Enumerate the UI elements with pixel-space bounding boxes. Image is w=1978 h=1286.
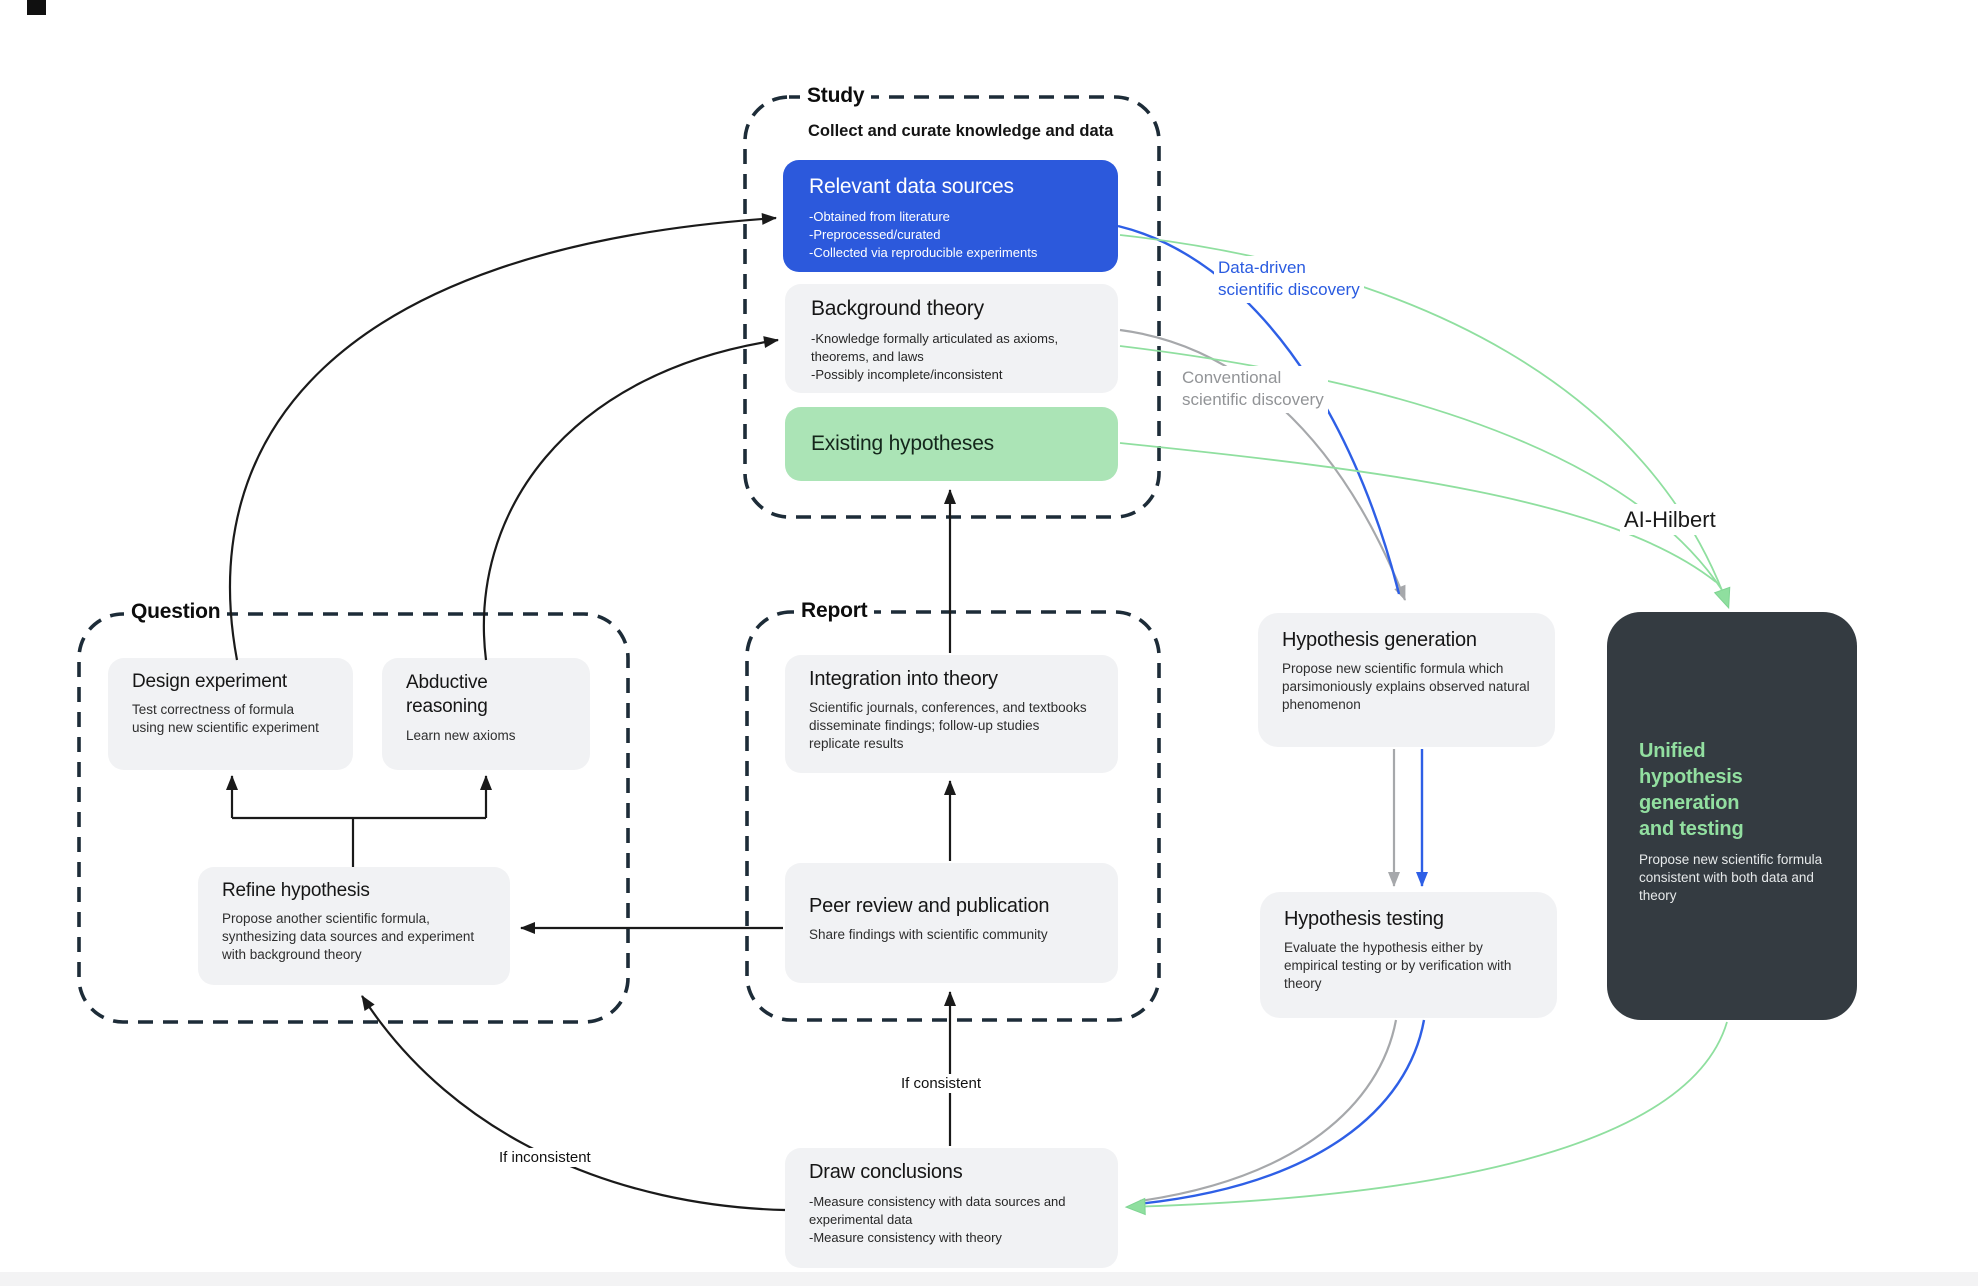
report-group-label: Report [794, 599, 875, 623]
question-group-label: Question [124, 600, 228, 624]
study-group-label: Study [800, 84, 872, 108]
if-inconsistent-label: If inconsistent [494, 1148, 596, 1167]
draw-bullet-2: -Measure consistency with theory [809, 1230, 1002, 1246]
bottom-strip [0, 1272, 1978, 1286]
conventional-label: Conventional scientific discovery [1178, 366, 1328, 413]
draw-bullet-1: -Measure consistency with data sources a… [809, 1194, 1066, 1228]
hypothesis-testing-body: Evaluate the hypothesis either by empiri… [1284, 940, 1512, 992]
hypothesis-testing-title: Hypothesis testing [1284, 908, 1444, 930]
card-unified-hypothesis: Unified hypothesis generation and testin… [1607, 612, 1857, 1020]
data-driven-line2: scientific discovery [1218, 280, 1360, 300]
conventional-line1: Conventional [1182, 368, 1282, 387]
data-driven-label: Data-driven scientific discovery [1214, 256, 1364, 303]
screen-artifact [27, 0, 46, 15]
unified-body: Propose new scientific formula consisten… [1639, 852, 1823, 904]
card-hypothesis-generation: Hypothesis generation Propose new scient… [1258, 613, 1555, 747]
if-consistent-label: If consistent [896, 1074, 987, 1093]
data-driven-line1: Data-driven [1218, 258, 1306, 277]
unified-title: Unified hypothesis generation and testin… [1639, 740, 1744, 840]
draw-conclusions-title: Draw conclusions [809, 1161, 963, 1183]
card-draw-conclusions: Draw conclusions -Measure consistency wi… [785, 1148, 1118, 1268]
card-hypothesis-testing: Hypothesis testing Evaluate the hypothes… [1260, 892, 1557, 1018]
ai-hilbert-label: AI-Hilbert [1620, 504, 1720, 536]
hypothesis-generation-body: Propose new scientific formula which par… [1282, 661, 1530, 713]
conventional-line2: scientific discovery [1182, 390, 1324, 410]
hypothesis-generation-title: Hypothesis generation [1282, 629, 1477, 651]
